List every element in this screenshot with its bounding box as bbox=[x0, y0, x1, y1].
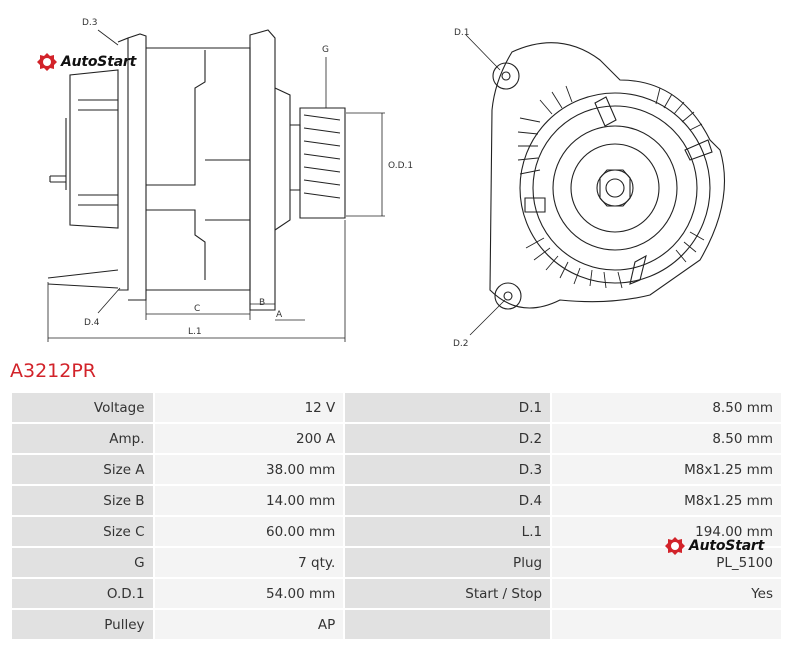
brand-name: AutoStart bbox=[689, 538, 765, 554]
spec-label: D.2 bbox=[345, 424, 551, 453]
spec-value: 54.00 mm bbox=[154, 579, 344, 608]
label-a: A bbox=[276, 310, 283, 320]
spec-value: 8.50 mm bbox=[552, 424, 781, 453]
spec-value: M8x1.25 mm bbox=[552, 486, 781, 515]
spec-label: G bbox=[12, 548, 153, 577]
spec-value: 8.50 mm bbox=[552, 393, 781, 422]
spec-value: 12 V bbox=[154, 393, 344, 422]
spec-label: D.3 bbox=[345, 455, 551, 484]
autostart-logo: AutoStart bbox=[36, 51, 136, 73]
label-b: B bbox=[259, 298, 265, 308]
spec-value: PL_5100 bbox=[552, 548, 781, 577]
spec-value bbox=[552, 610, 781, 639]
label-c: C bbox=[194, 304, 200, 314]
autostart-logo-watermark: AutoStart bbox=[664, 535, 764, 557]
label-d4: D.4 bbox=[84, 318, 100, 328]
label-d3: D.3 bbox=[82, 18, 98, 28]
gear-logo-icon bbox=[37, 53, 57, 71]
spec-label: Voltage bbox=[12, 393, 153, 422]
spec-value: M8x1.25 mm bbox=[552, 455, 781, 484]
spec-value: 14.00 mm bbox=[154, 486, 344, 515]
gear-logo-icon bbox=[665, 537, 685, 555]
label-g: G bbox=[322, 45, 329, 55]
spec-label: D.4 bbox=[345, 486, 551, 515]
spec-label: O.D.1 bbox=[12, 579, 153, 608]
spec-value: 7 qty. bbox=[154, 548, 344, 577]
label-d1: D.1 bbox=[454, 28, 470, 38]
spec-value: 200 A bbox=[154, 424, 344, 453]
spec-label: D.1 bbox=[345, 393, 551, 422]
spec-label: Plug bbox=[345, 548, 551, 577]
brand-name: AutoStart bbox=[61, 54, 137, 70]
spec-label: Size A bbox=[12, 455, 153, 484]
spec-value: 60.00 mm bbox=[154, 517, 344, 546]
spec-label: Size C bbox=[12, 517, 153, 546]
spec-label: Size B bbox=[12, 486, 153, 515]
alternator-technical-drawing: D.3 D.4 G O.D.1 C B A L.1 D.1 D.2 bbox=[47, 18, 726, 349]
spec-label: Amp. bbox=[12, 424, 153, 453]
spec-value: AP bbox=[154, 610, 344, 639]
spec-value: 38.00 mm bbox=[154, 455, 344, 484]
spec-value: 194.00 mm bbox=[552, 517, 781, 546]
label-d2: D.2 bbox=[453, 339, 469, 349]
spec-label: L.1 bbox=[345, 517, 551, 546]
label-od1: O.D.1 bbox=[388, 161, 413, 171]
label-l1: L.1 bbox=[188, 327, 202, 337]
spec-label: Pulley bbox=[12, 610, 153, 639]
spec-value: Yes bbox=[552, 579, 781, 608]
part-number: A3212PR bbox=[10, 360, 97, 382]
spec-label: Start / Stop bbox=[345, 579, 551, 608]
spec-label bbox=[345, 610, 551, 639]
